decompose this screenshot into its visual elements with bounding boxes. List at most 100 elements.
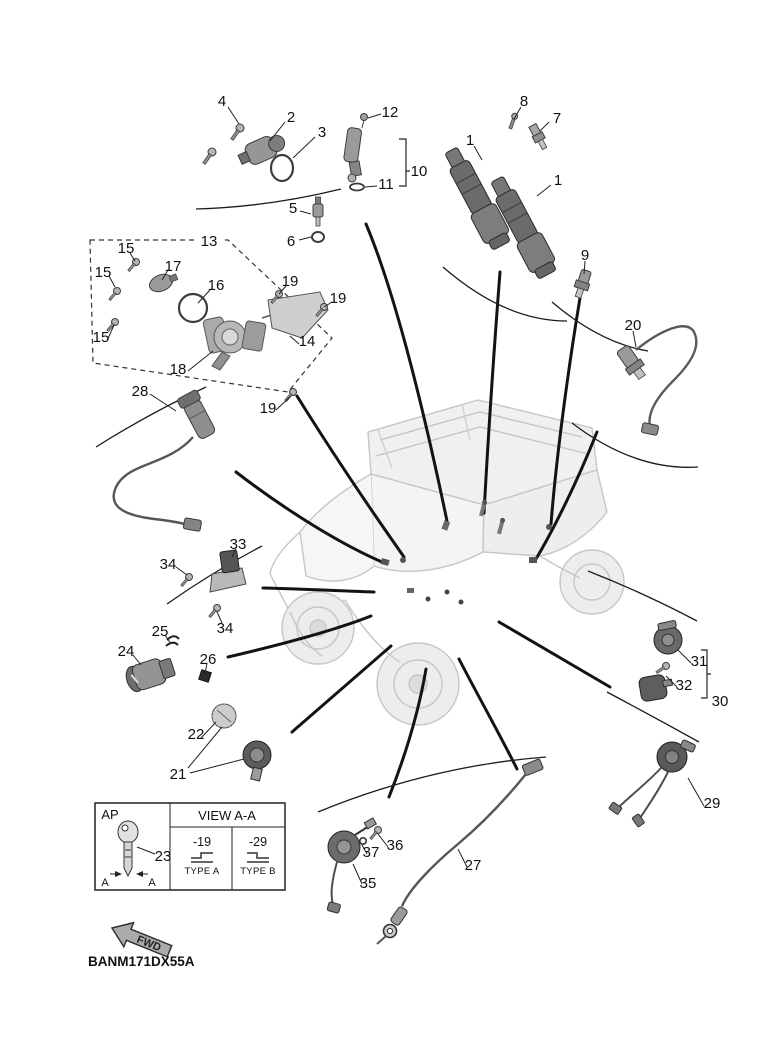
callout-5[interactable]: 5 <box>289 200 297 217</box>
part-14-bracket-drawing <box>267 291 329 339</box>
screw-34-drawing <box>180 573 193 588</box>
screw-4-drawing <box>202 147 217 165</box>
callout-19a[interactable]: 19 <box>282 273 299 290</box>
legend-box: AP A A VIEW A-A -19 -29 TYPE A TYPE B <box>94 802 286 891</box>
callout-numbers: 4 2 3 12 10 11 8 7 1 1 5 6 9 13 15 17 15… <box>93 93 729 892</box>
callout-15c[interactable]: 15 <box>93 329 110 346</box>
part-27-sensor-lead-drawing <box>376 758 544 945</box>
callout-25[interactable]: 25 <box>152 623 169 640</box>
part-3-oring-drawing <box>269 153 295 183</box>
callout-16[interactable]: 16 <box>208 277 225 294</box>
dashed-group-13-boundary <box>89 239 333 393</box>
callout-18[interactable]: 18 <box>170 361 187 378</box>
callout-19c[interactable]: 19 <box>260 400 277 417</box>
callout-24[interactable]: 24 <box>118 643 135 660</box>
callout-1b[interactable]: 1 <box>554 172 562 189</box>
callout-19b[interactable]: 19 <box>330 290 347 307</box>
type-b-label: TYPE B <box>240 866 276 877</box>
callout-30[interactable]: 30 <box>712 693 729 710</box>
callout-4a[interactable]: 4 <box>218 93 226 110</box>
type-a-connector-glyph <box>191 852 213 863</box>
callout-29[interactable]: 29 <box>704 795 721 812</box>
part-24-main-switch-drawing <box>125 658 176 693</box>
ref-29-label: -29 <box>249 835 267 849</box>
callout-27[interactable]: 27 <box>465 857 482 874</box>
part-drawings <box>106 112 698 945</box>
callout-22[interactable]: 22 <box>188 726 205 743</box>
label-backing <box>197 235 221 249</box>
center-connectors <box>380 499 552 605</box>
ignition-coil-drawing <box>445 147 510 250</box>
callout-14[interactable]: 14 <box>299 333 316 350</box>
drawing-code: BANM171DX55A <box>88 954 195 969</box>
screw-15-drawing <box>106 318 119 333</box>
view-a-a-title: VIEW A-A <box>198 808 256 823</box>
section-a-left: A <box>101 877 109 889</box>
callout-35[interactable]: 35 <box>360 875 377 892</box>
part-30-relay-drawing <box>638 674 674 702</box>
callout-31[interactable]: 31 <box>691 653 708 670</box>
callout-13[interactable]: 13 <box>201 233 218 250</box>
part-33-relay-drawing <box>209 549 247 593</box>
bracket-10 <box>399 138 410 187</box>
section-a-right: A <box>148 877 156 889</box>
callout-26[interactable]: 26 <box>200 651 217 668</box>
bracket-30 <box>701 649 711 699</box>
callout-10[interactable]: 10 <box>411 163 428 180</box>
part-6-oring-drawing <box>311 231 325 243</box>
screw-15-drawing <box>127 258 140 273</box>
part-7-spark-plug-drawing <box>528 122 548 151</box>
callout-36[interactable]: 36 <box>387 837 404 854</box>
callout-15a[interactable]: 15 <box>118 240 135 257</box>
callout-17[interactable]: 17 <box>165 258 182 275</box>
part-21-lock-drawing <box>242 740 272 782</box>
screw-32-drawing <box>655 662 670 674</box>
callout-6[interactable]: 6 <box>287 233 295 250</box>
key-drawing <box>117 820 139 878</box>
part-37-washer-drawing <box>358 836 367 845</box>
part-29-relay-drawing <box>608 739 696 828</box>
screw-19-drawing <box>284 388 297 403</box>
part-35-horn-drawing <box>326 817 378 914</box>
part-9-sensor-drawing <box>573 269 592 299</box>
part-2-sensor-drawing <box>237 134 286 165</box>
fwd-label: FWD <box>135 934 163 955</box>
callout-11[interactable]: 11 <box>378 176 394 193</box>
callout-8[interactable]: 8 <box>520 93 528 110</box>
callout-37[interactable]: 37 <box>363 844 380 861</box>
part-28-sensor-drawing <box>112 389 216 532</box>
callout-21[interactable]: 21 <box>170 766 187 783</box>
callout-2[interactable]: 2 <box>287 109 295 126</box>
callout-12[interactable]: 12 <box>382 104 399 121</box>
callout-3[interactable]: 3 <box>318 124 326 141</box>
part-17-sensor-drawing <box>148 273 179 293</box>
section-a-a-marks: A A <box>101 871 156 889</box>
screw-36-drawing <box>369 826 382 841</box>
callout-7[interactable]: 7 <box>553 110 561 127</box>
callout-20[interactable]: 20 <box>625 317 642 334</box>
part-16-oring-drawing <box>177 292 209 324</box>
callout-23[interactable]: 23 <box>155 848 172 865</box>
callout-32[interactable]: 32 <box>676 677 693 694</box>
ref-19-label: -19 <box>193 835 211 849</box>
part-26-drawing <box>198 669 212 683</box>
vehicle-ghost-illustration <box>269 399 625 726</box>
screw-4-drawing <box>230 123 245 141</box>
legend-ap-label: AP <box>101 807 118 822</box>
part-31-relay-drawing <box>653 620 683 655</box>
type-a-label: TYPE A <box>184 866 219 877</box>
part-12-sensor-drawing <box>343 113 368 192</box>
callout-34a[interactable]: 34 <box>160 556 177 573</box>
callout-33[interactable]: 33 <box>230 536 247 553</box>
group-shelf-lines <box>95 188 700 813</box>
callout-34b[interactable]: 34 <box>217 620 234 637</box>
callout-15b[interactable]: 15 <box>95 264 112 281</box>
throttle-body-drawing <box>202 305 301 371</box>
callout-9[interactable]: 9 <box>581 247 589 264</box>
screw-34-drawing <box>208 604 221 619</box>
ignition-coil-drawing <box>491 176 556 279</box>
callout-28[interactable]: 28 <box>132 383 149 400</box>
callout-1a[interactable]: 1 <box>466 132 474 149</box>
screw-15-drawing <box>108 287 121 302</box>
